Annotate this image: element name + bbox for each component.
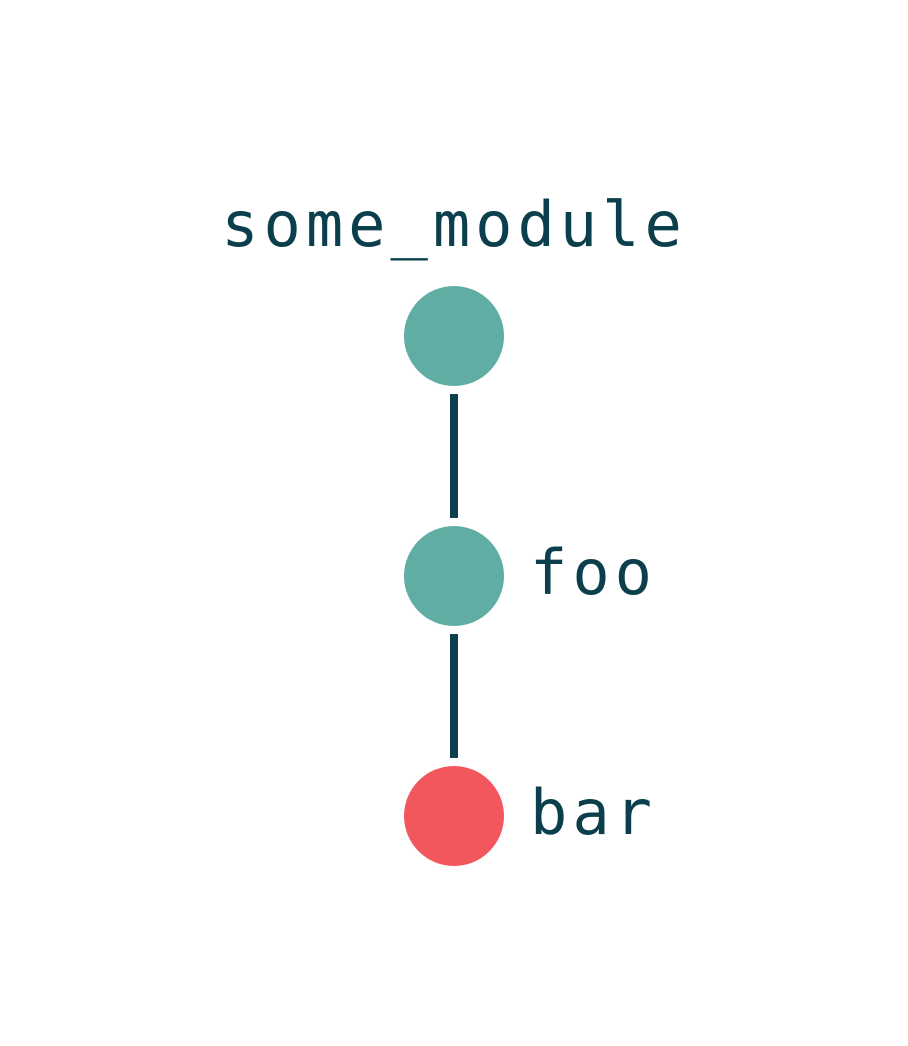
node-label-some_module: some_module [221,188,687,261]
node-label-bar: bar [530,776,657,849]
node-some_module[interactable] [404,286,504,386]
node-foo[interactable] [404,526,504,626]
node-bar[interactable] [404,766,504,866]
node-label-foo: foo [530,536,657,609]
